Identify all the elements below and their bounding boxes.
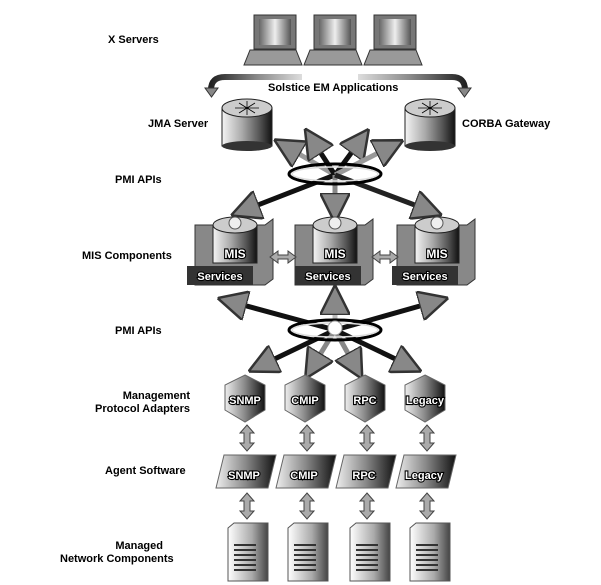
agent-label: Legacy [405,470,444,482]
adapters-line2: Protocol Adapters [95,403,190,415]
agent-label: RPC [352,470,375,482]
mis-component: MIS Services [392,216,476,286]
curved-arrow-right-icon [358,74,468,91]
jma-server-label: JMA Server [148,118,209,130]
pmi-ring-top [287,162,383,186]
protocol-adapter: Legacy [404,374,446,423]
protocol-adapter: CMIP [284,374,326,423]
x-server-terminal-icon [303,14,363,66]
bidirectional-arrow-icon [238,424,436,520]
network-server-icon [409,522,451,582]
agent-software: Legacy [395,454,457,489]
adapter-label: CMIP [291,395,319,407]
network-server-icon [227,522,269,582]
agent-label: SNMP [228,470,260,482]
pmi-ring-bottom [287,318,383,342]
corba-gateway-icon [404,98,456,151]
row-label-mis-components: MIS Components [82,250,172,262]
protocol-adapter: SNMP [224,374,266,423]
x-server-terminal-icon [363,14,423,66]
jma-server-icon [221,98,273,151]
agent-software: SNMP [215,454,277,489]
services-label: Services [402,271,447,283]
adapter-label: RPC [353,395,376,407]
adapter-label: SNMP [229,395,261,407]
managed-line2: Network Components [60,553,174,565]
mis-label: MIS [426,247,447,261]
corba-gateway-label: CORBA Gateway [462,118,551,130]
mis-peer-arrow-icon [269,250,399,264]
network-server-icon [287,522,329,582]
adapters-line1: Management [122,390,190,402]
x-server-terminal-icon [243,14,303,66]
solstice-apps-label: Solstice EM Applications [268,82,399,94]
row-label-pmi-apis-bottom: PMI APIs [115,325,162,337]
mis-component: MIS Services [294,216,374,286]
row-label-x-servers: X Servers [108,34,159,46]
agent-software: RPC [335,454,397,489]
agent-software: CMIP [275,454,337,489]
row-label-agent-software: Agent Software [105,465,186,477]
managed-line1: Managed [115,540,163,552]
services-label: Services [305,271,350,283]
curved-arrow-left-icon [208,74,302,91]
pmi-api-hub-bottom [232,300,434,366]
pmi-api-hub-top [245,141,428,210]
protocol-adapter: RPC [344,374,386,423]
row-label-pmi-apis-top: PMI APIs [115,174,162,186]
services-label: Services [197,271,242,283]
agent-label: CMIP [290,470,318,482]
network-server-icon [349,522,391,582]
mis-label: MIS [324,247,345,261]
mis-component: MIS Services [187,216,274,286]
adapter-label: Legacy [406,395,445,407]
mis-label: MIS [224,247,245,261]
